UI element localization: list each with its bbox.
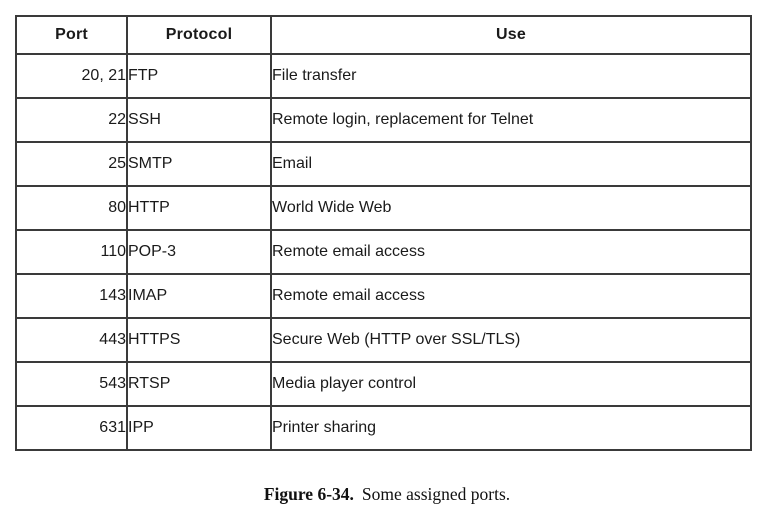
assigned-ports-table: Port Protocol Use 20, 21 FTP File transf… <box>15 15 752 451</box>
figure-caption-text: Some assigned ports. <box>361 484 511 504</box>
column-header-use: Use <box>270 15 752 55</box>
protocol-cell: IMAP <box>126 273 272 319</box>
protocol-cell: HTTP <box>126 185 272 231</box>
port-cell: 20, 21 <box>15 53 128 99</box>
port-cell: 80 <box>15 185 128 231</box>
table-header-row: Port Protocol Use <box>15 15 752 55</box>
protocol-cell: RTSP <box>126 361 272 407</box>
protocol-cell: POP-3 <box>126 229 272 275</box>
table-row: 22 SSH Remote login, replacement for Tel… <box>15 97 752 143</box>
assigned-ports-figure: Port Protocol Use 20, 21 FTP File transf… <box>15 15 752 451</box>
use-cell: Remote login, replacement for Telnet <box>270 97 752 143</box>
protocol-cell: FTP <box>126 53 272 99</box>
port-cell: 110 <box>15 229 128 275</box>
table-row: 443 HTTPS Secure Web (HTTP over SSL/TLS) <box>15 317 752 363</box>
use-cell: Printer sharing <box>270 405 752 451</box>
table-row: 143 IMAP Remote email access <box>15 273 752 319</box>
protocol-cell: HTTPS <box>126 317 272 363</box>
use-cell: Remote email access <box>270 273 752 319</box>
port-cell: 631 <box>15 405 128 451</box>
use-cell: World Wide Web <box>270 185 752 231</box>
use-cell: Media player control <box>270 361 752 407</box>
use-cell: File transfer <box>270 53 752 99</box>
column-header-port: Port <box>15 15 128 55</box>
port-cell: 443 <box>15 317 128 363</box>
table-row: 110 POP-3 Remote email access <box>15 229 752 275</box>
table-row: 543 RTSP Media player control <box>15 361 752 407</box>
protocol-cell: IPP <box>126 405 272 451</box>
port-cell: 25 <box>15 141 128 187</box>
table-row: 25 SMTP Email <box>15 141 752 187</box>
figure-caption-label: Figure 6-34. <box>263 484 354 504</box>
port-cell: 143 <box>15 273 128 319</box>
table-row: 80 HTTP World Wide Web <box>15 185 752 231</box>
port-cell: 22 <box>15 97 128 143</box>
table-row: 20, 21 FTP File transfer <box>15 53 752 99</box>
port-cell: 543 <box>15 361 128 407</box>
figure-caption: Figure 6-34. Some assigned ports. <box>0 481 774 507</box>
protocol-cell: SMTP <box>126 141 272 187</box>
table-row: 631 IPP Printer sharing <box>15 405 752 451</box>
use-cell: Remote email access <box>270 229 752 275</box>
column-header-protocol: Protocol <box>126 15 272 55</box>
use-cell: Secure Web (HTTP over SSL/TLS) <box>270 317 752 363</box>
protocol-cell: SSH <box>126 97 272 143</box>
use-cell: Email <box>270 141 752 187</box>
